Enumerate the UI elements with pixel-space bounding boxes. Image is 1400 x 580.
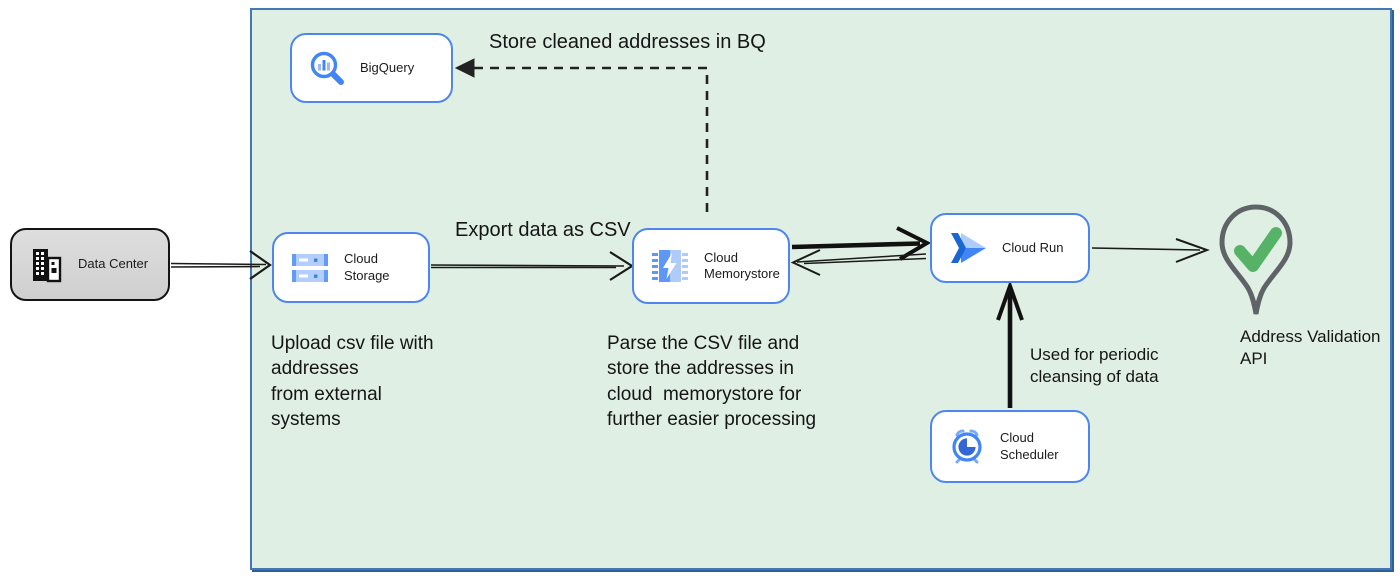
node-label: Cloud Memorystore xyxy=(704,249,780,281)
node-data-center: Data Center xyxy=(10,228,170,301)
annotation-periodic-note: Used for periodic cleansing of data xyxy=(1030,345,1159,387)
memorystore-chip-icon xyxy=(652,250,688,282)
annotation-store-cleaned-bq: Store cleaned addresses in BQ xyxy=(489,31,766,53)
node-cloud-storage: Cloud Storage xyxy=(272,232,430,303)
node-label: Cloud Run xyxy=(1002,239,1064,255)
node-bigquery: BigQuery xyxy=(290,33,453,103)
node-cloud-run: Cloud Run xyxy=(930,213,1090,283)
cloud-run-icon xyxy=(951,233,986,263)
node-cloud-scheduler: Cloud Scheduler xyxy=(930,410,1090,483)
bigquery-magnifier-icon xyxy=(310,51,344,85)
address-validation-label: Address Validation API xyxy=(1240,327,1381,369)
scheduler-clock-icon xyxy=(952,429,982,463)
map-pin-check-icon xyxy=(1219,204,1293,315)
node-label: Cloud Scheduler xyxy=(1000,430,1059,462)
node-label: BigQuery xyxy=(360,59,415,75)
node-label: Cloud Storage xyxy=(344,251,390,283)
annotation-export-csv: Export data as CSV xyxy=(455,219,631,241)
building-icon xyxy=(33,248,62,282)
annotation-upload-note: Upload csv file with addresses from exte… xyxy=(271,333,434,431)
node-cloud-memorystore: Cloud Memorystore xyxy=(632,228,790,304)
storage-disks-icon xyxy=(292,253,328,282)
annotation-parse-note: Parse the CSV file and store the address… xyxy=(607,333,817,431)
node-address-validation-api xyxy=(1215,203,1297,327)
node-label: Data Center xyxy=(78,256,149,272)
